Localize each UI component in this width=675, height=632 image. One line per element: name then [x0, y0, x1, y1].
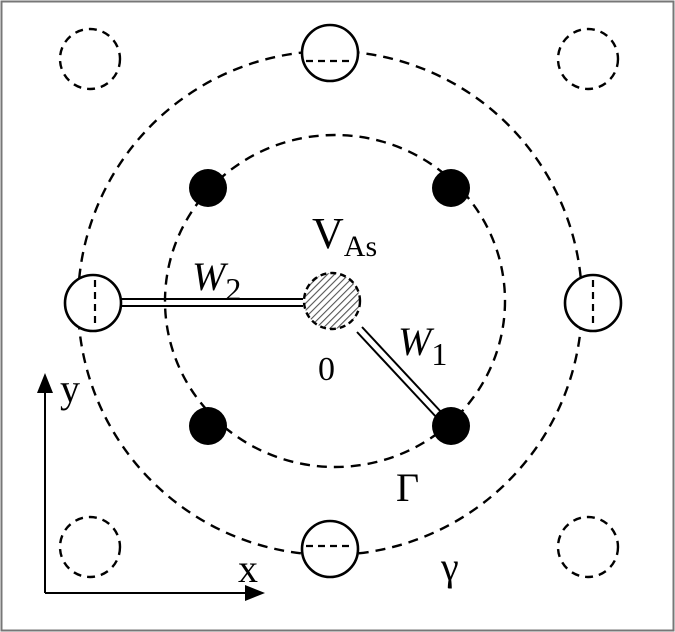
- corner-site-bottom-right: [556, 515, 620, 579]
- open-site-right: [563, 273, 623, 333]
- vacancy-site: [302, 271, 362, 331]
- atom-filled-bottom-left: [189, 407, 227, 445]
- gamma-label: γ: [440, 544, 459, 589]
- inner-shell-Gamma: [163, 133, 507, 469]
- atom-filled-top-left: [189, 169, 227, 207]
- vacancy-label: VAs: [312, 209, 377, 263]
- open-site-left: [63, 273, 123, 333]
- corner-site-top-left: [58, 27, 122, 91]
- atom-filled-bottom-right: [432, 407, 470, 445]
- origin-label: 0: [318, 351, 335, 388]
- corner-site-top-right: [556, 27, 620, 91]
- W1-label: W1: [398, 319, 447, 372]
- jump-W1-line-b: [356, 331, 439, 420]
- jump-W1-line-a: [361, 326, 444, 415]
- open-site-bottom: [300, 519, 360, 579]
- Gamma-label: Γ: [396, 465, 419, 510]
- W2-label: W2: [192, 254, 241, 307]
- axis-x-label: x: [238, 546, 258, 591]
- atom-filled-top-right: [432, 169, 470, 207]
- axis-y-label: y: [60, 366, 80, 411]
- open-site-top: [300, 23, 360, 83]
- corner-site-bottom-left: [58, 515, 122, 579]
